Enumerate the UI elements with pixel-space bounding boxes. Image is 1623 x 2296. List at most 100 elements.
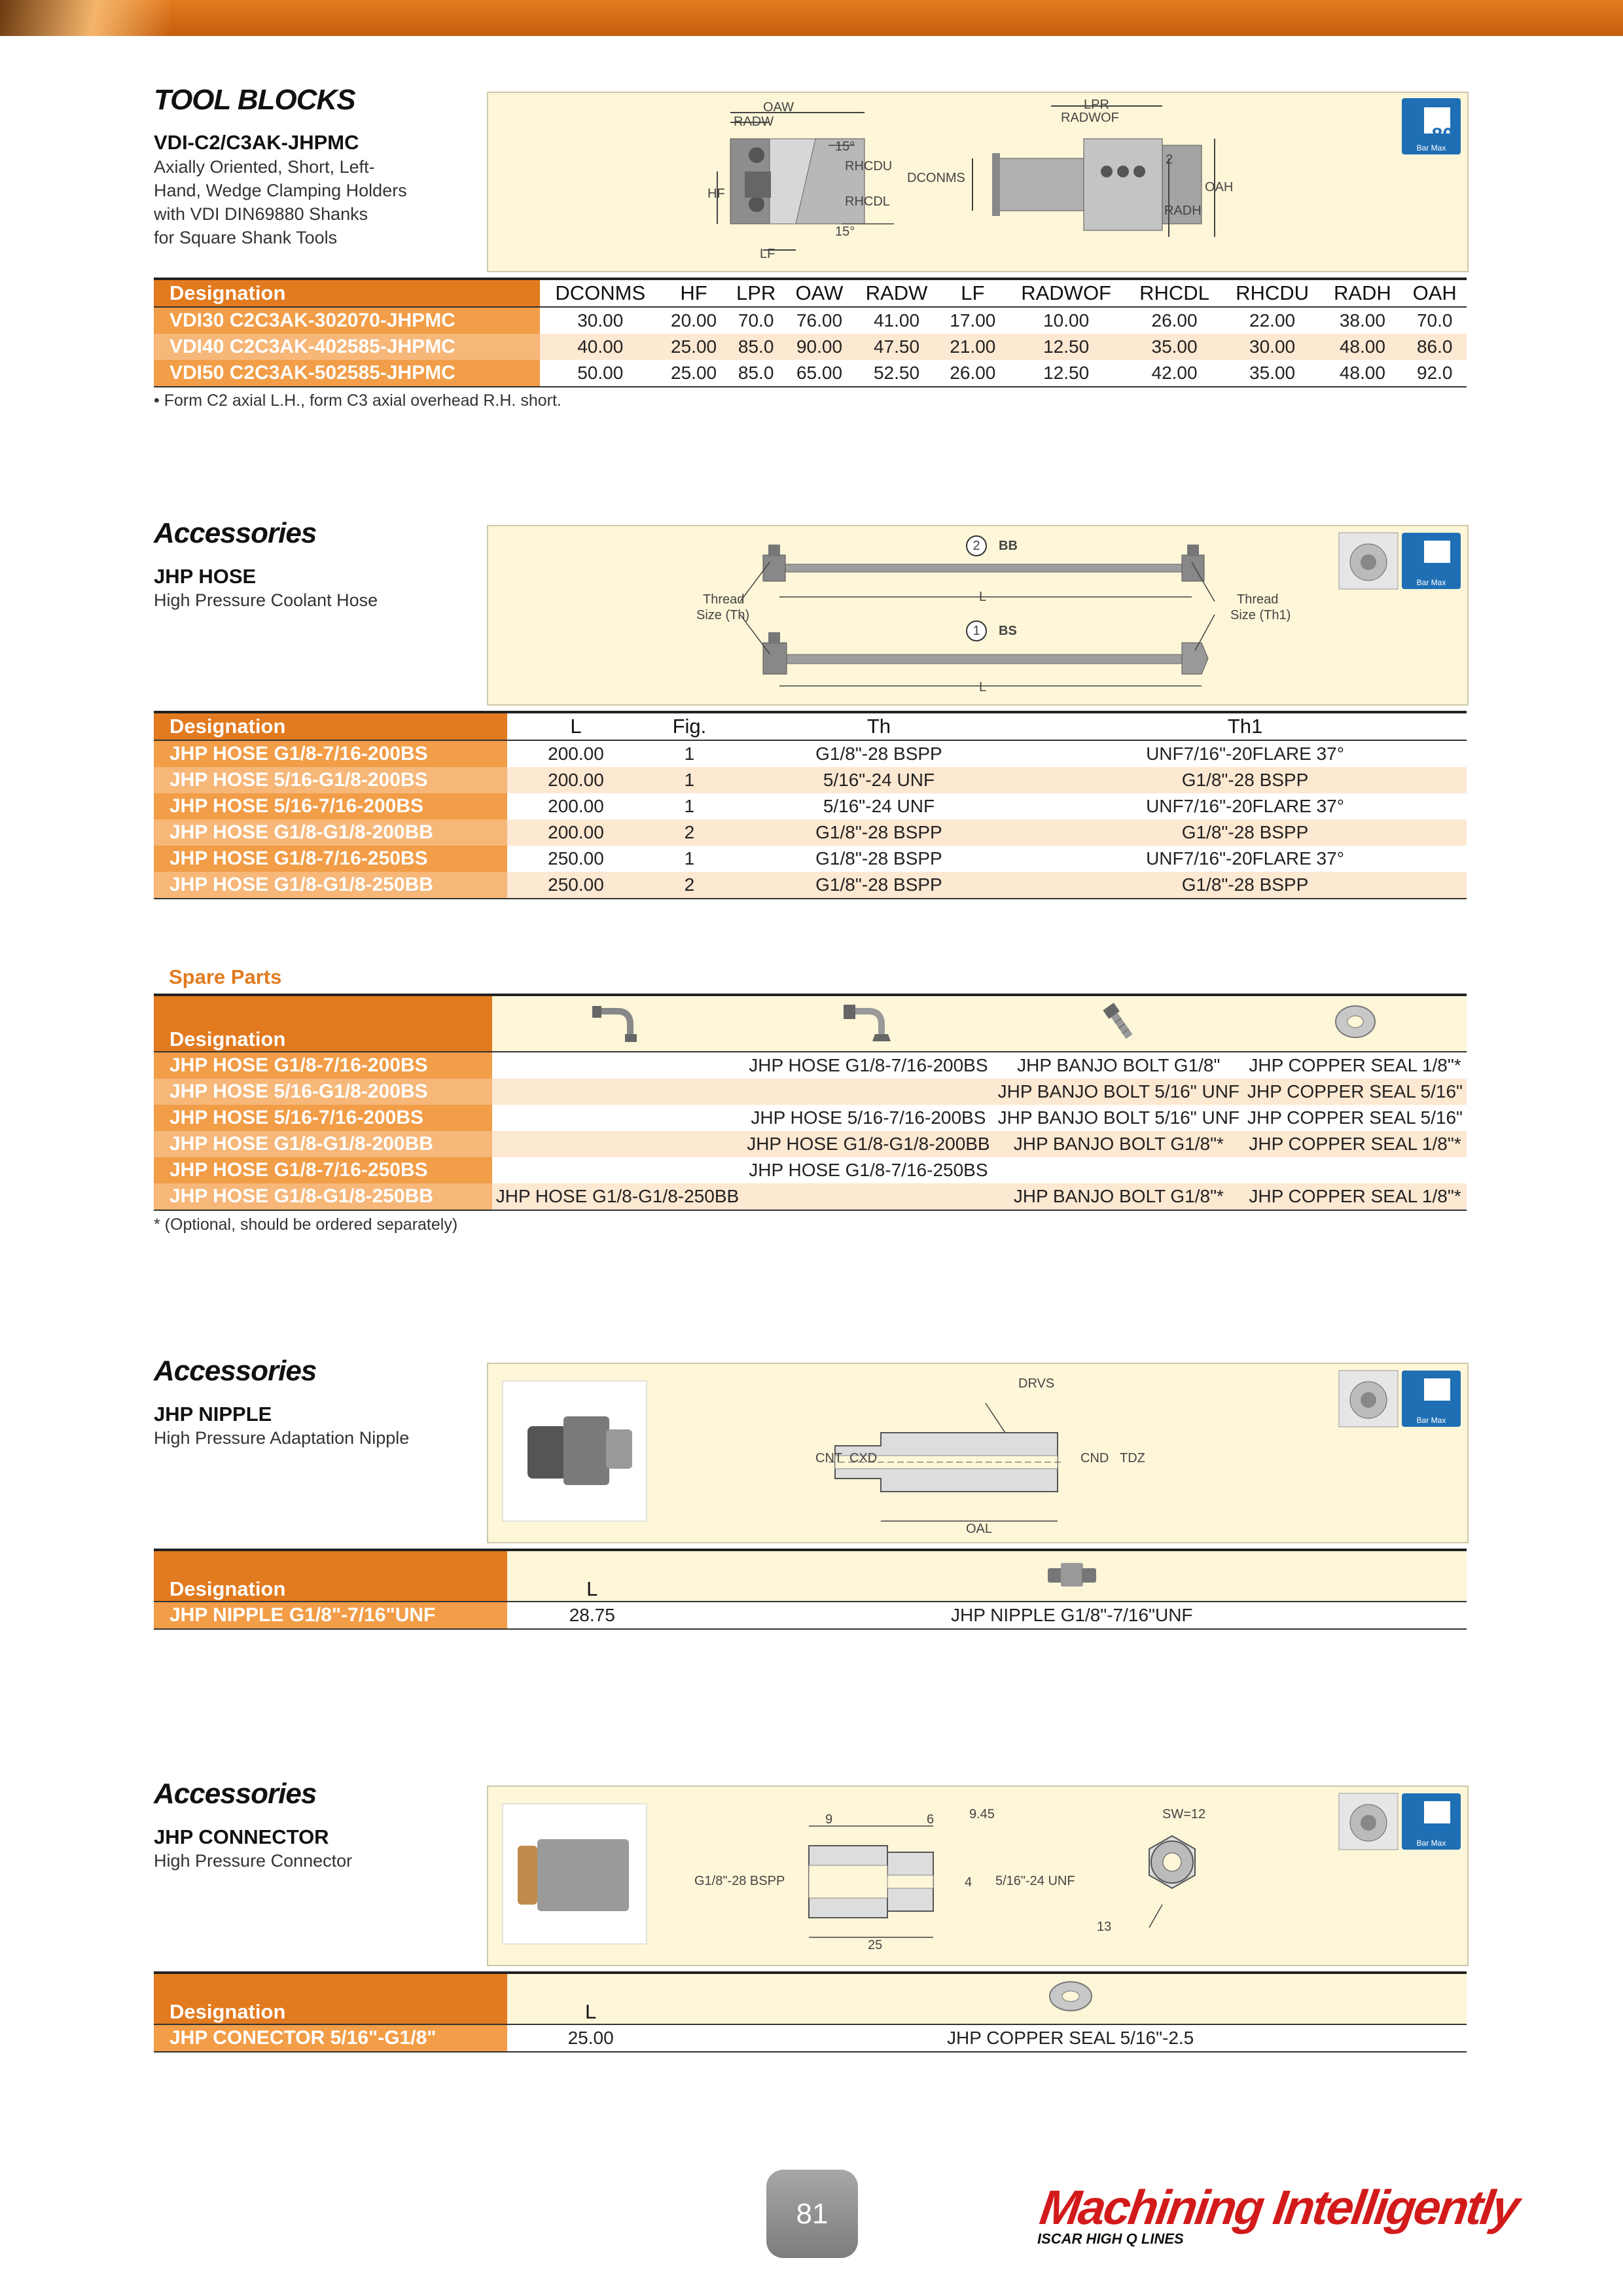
cell: 90.00	[785, 334, 854, 360]
pressure-badge: 200 Bar Max	[1402, 533, 1461, 589]
cell: 86.0	[1402, 334, 1467, 360]
cell: JHP HOSE G1/8-G1/8-200BB	[743, 1131, 994, 1157]
col-rhcdl: RHCDL	[1126, 279, 1222, 308]
tool-blocks-table: Designation DCONMS HF LPR OAW RADW LF RA…	[154, 278, 1467, 387]
col-radh: RADH	[1322, 279, 1403, 308]
cell: G1/8"-28 BSPP	[1023, 872, 1467, 899]
col-l: L	[507, 712, 645, 741]
cell: JHP BANJO BOLT 5/16" UNF	[993, 1079, 1244, 1105]
badge-pressure: 200	[1426, 560, 1457, 580]
col-designation: Designation	[154, 1550, 507, 1602]
nipple-icon	[1047, 1563, 1096, 1587]
fig-1-type: BS	[999, 624, 1017, 638]
table-row: JHP HOSE G1/8-G1/8-200BB JHP HOSE G1/8-G…	[154, 1131, 1467, 1157]
cell: 35.00	[1222, 360, 1323, 387]
label-lpr: LPR	[1084, 98, 1109, 112]
cell: G1/8"-28 BSPP	[734, 819, 1024, 846]
col-straight-hose	[743, 995, 994, 1052]
connector-diagram: 9 6 9.45 SW=12 G1/8"-28 BSPP 4 5/16"-24 …	[487, 1785, 1469, 1966]
hose-fig-1	[762, 632, 1209, 687]
table-row: JHP HOSE G1/8-7/16-200BS JHP HOSE G1/8-7…	[154, 1052, 1467, 1079]
col-copper-seal	[1243, 995, 1467, 1052]
brand-logo: Machining Intelligently	[1037, 2180, 1522, 2234]
cell-designation: JHP HOSE G1/8-G1/8-250BB	[154, 872, 507, 899]
col-bent-hose	[491, 995, 743, 1052]
copper-seal-icon	[1048, 1981, 1092, 2011]
label-25: 25	[868, 1938, 882, 1952]
cell: 25.00	[660, 360, 727, 387]
cell: 1	[644, 793, 734, 819]
label-dconms: DCONMS	[907, 171, 965, 185]
label-cnt: CNT	[815, 1451, 842, 1465]
bent-hose-icon	[592, 1006, 637, 1042]
cell	[491, 1052, 743, 1079]
cell	[491, 1131, 743, 1157]
label-13: 13	[1097, 1920, 1111, 1934]
label-rhcdu: RHCDU	[845, 159, 892, 173]
cell: JHP COPPER SEAL 1/8"*	[1243, 1052, 1467, 1079]
holder-side-view	[972, 105, 1215, 237]
connector-table: Designation L JHP CONECTOR 5/16"-G1/8" 2…	[154, 1971, 1467, 2053]
badge-unit: Bar Max	[1417, 1839, 1446, 1848]
col-designation: Designation	[154, 279, 540, 308]
label-tdz: TDZ	[1120, 1451, 1145, 1465]
cell: 40.00	[540, 334, 661, 360]
cell: 200.00	[507, 819, 645, 846]
cell: 70.0	[1402, 307, 1467, 334]
cell: 1	[644, 740, 734, 767]
table-row: JHP HOSE 5/16-7/16-200BS JHP HOSE 5/16-7…	[154, 1105, 1467, 1131]
fig-1-number: 1	[972, 624, 980, 638]
label-oaw: OAW	[763, 100, 794, 115]
label-thread-right: Thread	[1237, 592, 1278, 607]
connector-subtitle: JHP CONNECTOR	[154, 1825, 329, 1848]
col-oah: OAH	[1402, 279, 1467, 308]
cell: JHP HOSE 5/16-7/16-200BS	[743, 1105, 994, 1131]
label-2: 2	[1166, 152, 1173, 167]
badge-unit: Bar Max	[1417, 578, 1446, 587]
nipple-diagram: DRVS CNT CXD CND TDZ OAL 340 Bar Max	[487, 1363, 1469, 1543]
label-thread-size-right: Size (Th1)	[1230, 608, 1291, 622]
cell	[1243, 1157, 1467, 1183]
col-nipple	[677, 1550, 1467, 1602]
col-rhcdu: RHCDU	[1222, 279, 1323, 308]
cell: G1/8"-28 BSPP	[734, 846, 1024, 872]
table-row: JHP HOSE 5/16-7/16-200BS 200.00 1 5/16"-…	[154, 793, 1467, 819]
pressure-badge: 340 Bar Max	[1402, 1793, 1461, 1850]
description-line: for Square Shank Tools	[154, 228, 338, 247]
cell: 85.0	[726, 334, 785, 360]
cell: 30.00	[1222, 334, 1323, 360]
description-line: Axially Oriented, Short, Left-	[154, 157, 375, 177]
col-th: Th	[734, 712, 1024, 741]
copper-seal-icon	[1334, 1005, 1376, 1038]
cell-designation: JHP CONECTOR 5/16"-G1/8"	[154, 2024, 507, 2053]
cell: UNF7/16"-20FLARE 37°	[1023, 740, 1467, 767]
label-oal: OAL	[966, 1522, 992, 1536]
connector-photo	[502, 1803, 647, 1945]
cell: 50.00	[540, 360, 661, 387]
cell-designation: JHP HOSE G1/8-7/16-250BS	[154, 1157, 492, 1183]
table-row: JHP HOSE 5/16-G1/8-200BS 200.00 1 5/16"-…	[154, 767, 1467, 793]
cell: 65.00	[785, 360, 854, 387]
label-drvs: DRVS	[1018, 1376, 1054, 1391]
cell: 200.00	[507, 740, 645, 767]
cell: 26.00	[939, 360, 1006, 387]
cell: 250.00	[507, 846, 645, 872]
col-radw: RADW	[853, 279, 940, 308]
coolant-icon	[1338, 532, 1399, 590]
badge-pressure: 80	[1432, 124, 1454, 146]
col-oaw: OAW	[785, 279, 854, 308]
label-15-bottom: 15°	[835, 224, 855, 239]
cell	[491, 1157, 743, 1183]
hose-diagram: 2 BB L 1 BS L Thread Size (Th) Thread Si…	[487, 525, 1469, 706]
cell: 250.00	[507, 872, 645, 899]
section-title-accessories-connector: Accessories	[154, 1778, 317, 1810]
label-hf: HF	[707, 187, 725, 201]
col-th1: Th1	[1023, 712, 1467, 741]
cell: 70.0	[726, 307, 785, 334]
fig-2-number: 2	[972, 539, 980, 553]
table-row: JHP HOSE G1/8-G1/8-200BB 200.00 2 G1/8"-…	[154, 819, 1467, 846]
banjo-bolt-icon	[1103, 1003, 1133, 1039]
cell: 10.00	[1005, 307, 1127, 334]
cell: 2	[644, 819, 734, 846]
col-l: L	[507, 1550, 677, 1602]
